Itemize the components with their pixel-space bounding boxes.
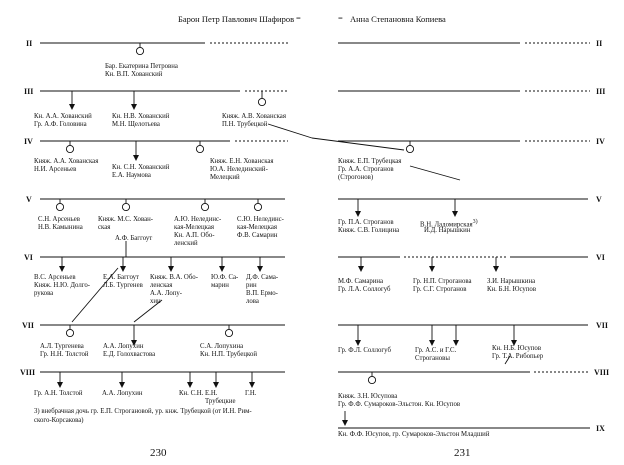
person-en-trubetskoy: Е.Н.Трубецкие bbox=[205, 390, 236, 405]
marriage-symbol-right: = bbox=[338, 13, 343, 23]
gen-label-right-iv: IV bbox=[596, 137, 605, 146]
gen-label-left-ii: II bbox=[26, 39, 33, 48]
page-number-right: 231 bbox=[454, 447, 471, 459]
gen-label-right-viii: VIII bbox=[594, 368, 610, 377]
gen-label-left-vi: VI bbox=[24, 253, 33, 262]
header-left-person: Барон Петр Павлович Шафиров bbox=[178, 14, 295, 24]
person-aa-lopukhin-2: А.А. Лопухин bbox=[102, 390, 143, 397]
gen-label-right-ii: II bbox=[596, 39, 603, 48]
person-ms-khovanskaya: Княж. М.С. Хован-ская bbox=[98, 216, 153, 231]
gen-label-right-v: V bbox=[596, 195, 602, 204]
gen-label-right-iii: III bbox=[596, 87, 606, 96]
page-number-left: 230 bbox=[150, 447, 167, 459]
gen-label-left-iii: III bbox=[24, 87, 34, 96]
person-sn-trubetskoy: Кн. С.Н. bbox=[179, 390, 204, 397]
person-uf-samarin: Ю.Ф. Са-марин bbox=[211, 274, 239, 289]
gen-label-left-vii: VII bbox=[22, 321, 35, 330]
gen-label-right-ix: IX bbox=[596, 424, 605, 433]
gen-label-right-vii: VII bbox=[596, 321, 609, 330]
gen-label-right-vi: VI bbox=[596, 253, 605, 262]
header-right-person: Анна Степановна Копиева bbox=[350, 14, 446, 24]
person-id-naryshkin: И.Д. Нарышкин bbox=[424, 227, 471, 234]
person-as-gs-stroganovy: Гр. А.С. и Г.С.Строгановы bbox=[415, 347, 457, 362]
person-vn-ladomirskaya: В.Н. Ладомирская3) bbox=[420, 219, 478, 229]
gen-label-left-iv: IV bbox=[24, 137, 33, 146]
gen-label-left-viii: VIII bbox=[20, 368, 36, 377]
gen-label-left-v: V bbox=[26, 195, 32, 204]
footnote: 3) внебрачная дочь гр. Е.П. Строгановой,… bbox=[34, 408, 252, 424]
person-af-baggout: А.Ф. Баггоут bbox=[115, 235, 153, 242]
marriage-symbol-left: = bbox=[296, 13, 301, 23]
person-fl-sollogub: Гр. Ф.Л. Соллогуб bbox=[338, 347, 391, 354]
person-gn-trubetskoy: Г.Н. bbox=[245, 390, 257, 397]
person-ff-yusupov: Кн. Ф.Ф. Юсупов, гр. Сумароков-Эльстон М… bbox=[338, 431, 490, 438]
person-an-tolstoy: Гр. А.Н. Толстой bbox=[34, 390, 83, 397]
